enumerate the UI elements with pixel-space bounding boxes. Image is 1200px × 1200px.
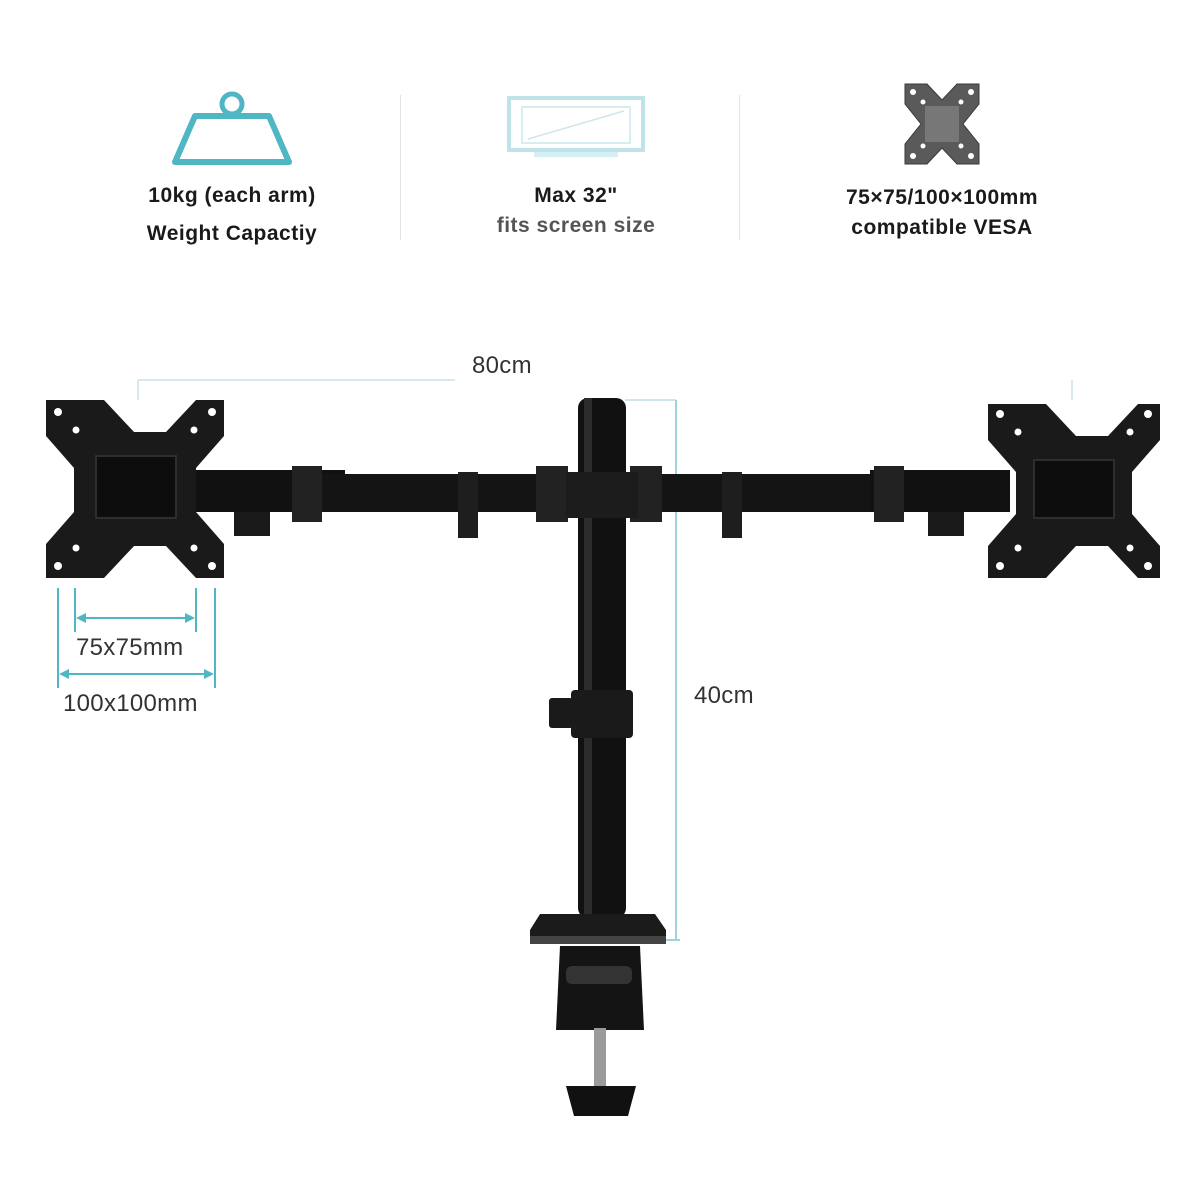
right-arm [566,466,1010,538]
weight-icon [172,91,292,165]
height-dimension-label: 40cm [694,682,754,709]
vesa-plate-icon [904,83,980,165]
feature-vesa: 75×75/100×100mm compatible VESA [782,80,1102,260]
weight-capacity-label: Weight Capactiy [146,222,318,245]
width-dimension-label: 80cm [472,352,532,379]
left-vesa-plate [46,400,224,578]
feature-weight-capacity: 10kg (each arm) Weight Capactiy [72,80,392,260]
vesa-large-label: 100x100mm [63,690,198,717]
weight-capacity-value: 10kg (each arm) [148,184,316,207]
screen-size-value: Max 32" [534,184,618,207]
feature-divider [400,95,401,240]
vesa-value: 75×75/100×100mm [846,186,1038,209]
screen-size-label: fits screen size [496,214,656,237]
left-arm [195,466,580,538]
right-vesa-plate [988,404,1160,578]
pole [549,398,633,918]
dimension-guides [57,379,1073,941]
vesa-label: compatible VESA [851,216,1033,239]
vesa-small-label: 75x75mm [76,634,184,661]
feature-divider [739,95,740,240]
desk-clamp [530,914,666,1116]
monitor-icon [507,96,645,157]
feature-screen-size: Max 32" fits screen size [416,80,736,260]
